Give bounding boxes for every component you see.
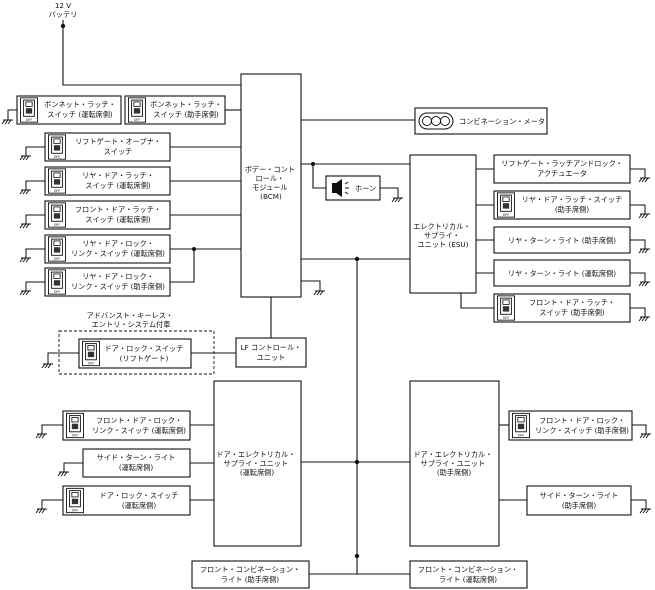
svg-text:フロント・ドア・ラッチ・スイッチ (助手席側): フロント・ドア・ラッチ・スイッチ (助手席側) xyxy=(529,298,615,317)
horn: ホーン xyxy=(301,162,410,203)
front-door-lock-link-switch-driver: フロント・ドア・ロック・リンク・スイッチ (運転席側) xyxy=(35,410,214,441)
rear-turn-light-driver: リヤ・ターン・ライト (運転席側) xyxy=(476,259,650,287)
side-turn-light-driver: サイド・ターン・ライト(運転席側) xyxy=(57,448,214,478)
svg-text:ドア・エレクトリカル・ サプライ・ユニット: ドア・エレクトリカル・ サプライ・ユニット (運転席側) xyxy=(216,450,297,477)
svg-text:リヤ・ドア・ロック・リンク・スイッチ (運転席側): リヤ・ドア・ロック・リンク・スイッチ (運転席側) xyxy=(71,239,165,258)
combination-meter-label: コンビネーション・メータ xyxy=(459,117,545,126)
bonnet-latch-switch-passenger: ボンネット・ラッチ・スイッチ (助手席側) xyxy=(124,95,241,125)
svg-text:ドア・ロック・スイッチ(リフトゲート): ドア・ロック・スイッチ(リフトゲート) xyxy=(105,344,184,363)
bcm-module: ボデー・コント ロール・ モジュール (BCM) xyxy=(240,73,302,298)
svg-text:フロント・ドア・ラッチ・スイッチ (運転席側): フロント・ドア・ラッチ・スイッチ (運転席側) xyxy=(75,205,161,224)
battery-voltage-label: 12 V xyxy=(55,1,71,10)
rear-door-lock-link-switch-passenger: リヤ・ドア・ロック・リンク・スイッチ (助手席側) xyxy=(19,247,196,297)
svg-text:フロント・ドア・ロック・リンク・スイッチ (助手席側): フロント・ドア・ロック・リンク・スイッチ (助手席側) xyxy=(535,416,629,435)
svg-text:フロント・コンビネーション・ライト (運転席側): フロント・コンビネーション・ライト (運転席側) xyxy=(418,565,518,584)
liftgate-latch-unlock-actuator: リフトゲート・ラッチアンドロック・アクチュエータ xyxy=(476,154,650,184)
svg-text:ドア・ロック・スイッチ(運転席側): ドア・ロック・スイッチ(運転席側) xyxy=(100,491,179,510)
svg-text:リフトゲート・ラッチアンドロック・アクチュエータ: リフトゲート・ラッチアンドロック・アクチュエータ xyxy=(501,159,623,178)
esu-module: エレクトリカル・ サプライ・ ユニット (ESU) xyxy=(409,154,477,294)
bcm-label: ボデー・コント ロール・ モジュール (BCM) xyxy=(245,165,298,201)
rear-door-latch-switch-driver: リヤ・ドア・ラッチ・スイッチ (運転席側) xyxy=(19,166,241,196)
front-door-latch-switch-driver: フロント・ドア・ラッチ・スイッチ (運転席側) xyxy=(19,200,241,230)
svg-text:フロント・コンビネーション・ライト (助手席側): フロント・コンビネーション・ライト (助手席側) xyxy=(200,565,300,584)
front-door-latch-switch-passenger: フロント・ドア・ラッチ・スイッチ (助手席側) xyxy=(460,293,650,323)
front-combination-light-driver: フロント・コンビネーション・ライト (運転席側) xyxy=(357,560,528,589)
lf-control-unit: LF コントロール・ユニット xyxy=(235,297,307,368)
svg-text:サイド・ターン・ライト(運転席側): サイド・ターン・ライト(運転席側) xyxy=(97,453,176,472)
front-combination-light-passenger: フロント・コンビネーション・ライト (助手席側) xyxy=(191,560,357,589)
svg-text:サイド・ターン・ライト(助手席側): サイド・ターン・ライト(助手席側) xyxy=(540,491,619,510)
liftgate-open-switch: リフトゲート・オープナ・スイッチ xyxy=(19,132,241,162)
advanced-keyless-title: アドバンスト・キーレス・ エントリ・システム付車 xyxy=(87,311,176,329)
side-turn-light-passenger: サイド・ターン・ライト(助手席側) xyxy=(499,485,651,516)
svg-text:ボンネット・ラッチ・スイッチ (助手席側): ボンネット・ラッチ・スイッチ (助手席側) xyxy=(150,100,222,119)
esu-label: エレクトリカル・ サプライ・ ユニット (ESU) xyxy=(413,222,473,249)
combination-meter: コンビネーション・メータ xyxy=(301,107,548,135)
rear-door-lock-link-switch-driver: リヤ・ドア・ロック・リンク・スイッチ (運転席側) xyxy=(19,234,241,264)
svg-text:リヤ・ターン・ライト (助手席側): リヤ・ターン・ライト (助手席側) xyxy=(508,236,616,245)
horn-label: ホーン xyxy=(355,184,376,193)
svg-text:リヤ・ドア・ラッチ・スイッチ (運転席側): リヤ・ドア・ラッチ・スイッチ (運転席側) xyxy=(82,171,154,190)
advanced-keyless-entry-group: アドバンスト・キーレス・ エントリ・システム付車 ドア・ロック・スイッチ(リフト… xyxy=(41,311,236,375)
bonnet-latch-switch-driver: ボンネット・ラッチ・スイッチ (運転席側) xyxy=(1,95,122,125)
svg-text:リヤ・ドア・ラッチ・スイッチ(助手席側): リヤ・ドア・ラッチ・スイッチ(助手席側) xyxy=(522,195,623,214)
front-door-lock-link-switch-passenger: フロント・ドア・ロック・リンク・スイッチ (助手席側) xyxy=(499,410,651,441)
svg-text:リフトゲート・オープナ・スイッチ: リフトゲート・オープナ・スイッチ xyxy=(75,137,161,156)
door-electrical-supply-unit-passenger: ドア・エレクトリカル・ サプライ・ユニット (助手席側) xyxy=(409,380,500,547)
svg-text:LF コントロール・ユニット: LF コントロール・ユニット xyxy=(241,343,302,362)
svg-text:リヤ・ドア・ロック・リンク・スイッチ (助手席側): リヤ・ドア・ロック・リンク・スイッチ (助手席側) xyxy=(71,272,165,291)
door-electrical-supply-unit-driver: ドア・エレクトリカル・ サプライ・ユニット (運転席側) xyxy=(213,380,302,547)
door-lock-switch-driver: ドア・ロック・スイッチ(運転席側) xyxy=(35,485,214,516)
svg-text:リヤ・ターン・ライト (運転席側): リヤ・ターン・ライト (運転席側) xyxy=(508,269,616,278)
battery-name-label: バッテリ xyxy=(49,10,78,19)
rear-turn-light-passenger: リヤ・ターン・ライト (助手席側) xyxy=(476,226,650,254)
svg-text:ドア・エレクトリカル・ サプライ・ユニット: ドア・エレクトリカル・ サプライ・ユニット (助手席側) xyxy=(413,450,494,477)
svg-text:フロント・ドア・ロック・リンク・スイッチ (運転席側): フロント・ドア・ロック・リンク・スイッチ (運転席側) xyxy=(92,416,186,435)
rear-door-latch-switch-passenger: リヤ・ドア・ラッチ・スイッチ(助手席側) xyxy=(476,190,650,220)
svg-text:ボンネット・ラッチ・スイッチ (運転席側): ボンネット・ラッチ・スイッチ (運転席側) xyxy=(44,100,116,119)
battery-12v: 12 V バッテリ xyxy=(49,1,241,86)
